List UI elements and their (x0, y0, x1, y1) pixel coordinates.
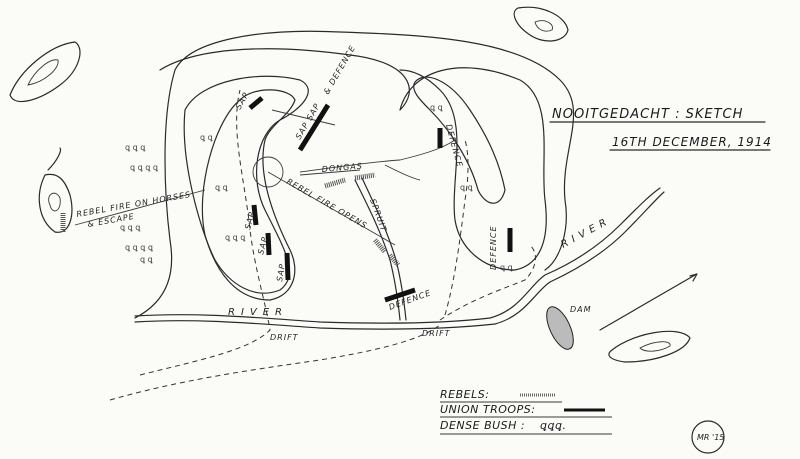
river (134, 139, 665, 330)
dense-bush: ꝗ ꝗ ꝗ ꝗ ꝗ ꝗ ꝗ ꝗ ꝗ ꝗ ꝗ ꝗ ꝗ ꝗ ꝗ ꝗ ꝗ ꝗ ꝗ ꝗ ꝗ ꝗ ꝗ… (120, 103, 514, 272)
label-river-left: RIVER (228, 307, 288, 318)
union-troops (248, 96, 513, 303)
legend: REBELS: UNION TROOPS: DENSE BUSH : ꝗꝗꝗ. (440, 388, 612, 435)
legend-bush-symbol: ꝗꝗꝗ. (540, 419, 566, 432)
hill-circle (252, 156, 284, 188)
svg-text:ꝗ ꝗ ꝗ: ꝗ ꝗ ꝗ (225, 233, 246, 242)
north-arrow (599, 274, 696, 331)
label-dam: DAM (570, 305, 592, 314)
small-hills (9, 6, 691, 363)
svg-text:ꝗ ꝗ: ꝗ ꝗ (460, 183, 474, 192)
dam (546, 306, 574, 350)
label-and-defence: & DEFENCE (322, 44, 357, 96)
legend-bush: DENSE BUSH : (440, 419, 525, 432)
svg-text:ꝗ ꝗ ꝗ ꝗ: ꝗ ꝗ ꝗ ꝗ (125, 243, 154, 252)
label-drift-left: DRIFT (270, 333, 299, 342)
title-block: NOOITGEDACHT : SKETCH 16TH DECEMBER, 191… (549, 107, 772, 151)
movement-arrows (74, 109, 396, 246)
svg-text:ꝗ ꝗ: ꝗ ꝗ (140, 255, 154, 264)
rebels (60, 172, 400, 267)
dongas (299, 139, 456, 181)
signature: MR '15 (697, 433, 724, 442)
label-sap-left3: SAP (275, 263, 287, 283)
svg-text:ꝗ ꝗ: ꝗ ꝗ (500, 263, 514, 272)
label-drift-right: DRIFT (422, 329, 451, 338)
label-spruit: SPRUIT (368, 198, 388, 234)
hill-contours (134, 30, 575, 319)
label-sap-top: SAP (234, 91, 251, 111)
svg-text:ꝗ ꝗ ꝗ: ꝗ ꝗ ꝗ (120, 223, 141, 232)
label-river-right: RIVER (559, 215, 613, 251)
map-labels: REBEL FIRE ON HORSES & ESCAPE SAP SAP SA… (76, 44, 613, 342)
map-date: 16TH DECEMBER, 1914 (612, 135, 772, 149)
legend-union: UNION TROOPS: (440, 403, 535, 416)
svg-text:ꝗ ꝗ ꝗ ꝗ: ꝗ ꝗ ꝗ ꝗ (130, 163, 159, 172)
spruit (354, 179, 401, 321)
svg-text:ꝗ ꝗ: ꝗ ꝗ (200, 133, 214, 142)
troop-routes (109, 89, 536, 401)
label-defence-right-bottom: DEFENCE (489, 226, 498, 271)
svg-text:ꝗ ꝗ: ꝗ ꝗ (215, 183, 229, 192)
label-defence-right-top: DEFENCE (444, 123, 464, 168)
signature-stamp: MR '15 (691, 420, 725, 454)
arrow-head-icon (689, 273, 698, 282)
label-dongas: DONGAS (321, 161, 363, 174)
svg-text:ꝗ ꝗ: ꝗ ꝗ (430, 103, 444, 112)
svg-text:ꝗ ꝗ ꝗ: ꝗ ꝗ ꝗ (125, 143, 146, 152)
map-title: NOOITGEDACHT : SKETCH (552, 107, 743, 122)
legend-rebels: REBELS: (440, 388, 489, 401)
